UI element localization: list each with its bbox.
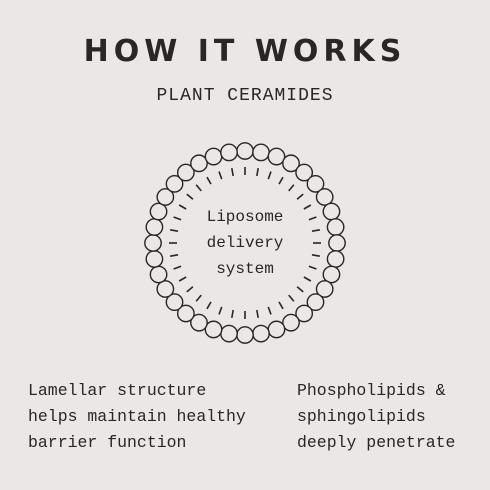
caption-lamellar-line-2: helps maintain healthy xyxy=(28,407,246,426)
lipid-tail xyxy=(170,229,179,232)
caption-lamellar: Lamellar structure helps maintain health… xyxy=(28,378,246,456)
caption-lamellar-line-3: barrier function xyxy=(28,433,187,452)
lipid-head xyxy=(282,313,300,332)
lipid-head xyxy=(315,280,334,298)
lipid-head xyxy=(176,163,195,182)
lipid-head xyxy=(328,234,346,252)
lipid-head xyxy=(144,234,162,252)
lipid-tail xyxy=(267,171,272,180)
caption-phospholipids-line-1: Phospholipids & xyxy=(297,381,446,400)
lipid-head xyxy=(220,143,238,162)
lipid-head xyxy=(204,147,223,166)
liposome-label-line-2: delivery xyxy=(206,234,284,252)
lipid-head xyxy=(156,280,175,298)
lipid-head xyxy=(156,188,175,206)
lipid-head xyxy=(220,324,238,343)
lipid-tail xyxy=(186,193,194,200)
lipid-head xyxy=(322,202,341,221)
lipid-head xyxy=(252,143,270,162)
lipid-head xyxy=(267,320,286,339)
page-subtitle: PLANT CERAMIDES xyxy=(156,86,334,106)
lipid-head xyxy=(315,188,334,206)
lipid-tails xyxy=(169,167,321,319)
lipid-head xyxy=(149,202,168,221)
lipid-head xyxy=(322,265,341,284)
caption-phospholipids: Phospholipids & sphingolipids deeply pen… xyxy=(297,378,455,456)
caption-phospholipids-line-2: sphingolipids xyxy=(297,407,426,426)
lipid-tail xyxy=(303,276,312,282)
lipid-head xyxy=(149,265,168,284)
lipid-tail xyxy=(178,276,187,282)
liposome-label: Liposome delivery system xyxy=(170,204,320,282)
lipid-head xyxy=(252,324,270,343)
lipid-tail xyxy=(206,301,212,310)
lipid-head xyxy=(295,163,314,182)
lipid-tail xyxy=(288,184,295,192)
lipid-head xyxy=(326,218,345,236)
lipid-head xyxy=(306,293,325,312)
lipid-tail xyxy=(170,254,179,257)
lipid-head xyxy=(306,174,325,193)
lipid-tail xyxy=(311,254,320,257)
lipid-head xyxy=(190,313,208,332)
lipid-tail xyxy=(267,306,272,315)
lipid-tail xyxy=(206,176,212,185)
lipid-tail xyxy=(231,309,234,318)
liposome-label-line-3: system xyxy=(216,260,274,278)
lipid-head xyxy=(190,154,208,173)
lipid-head xyxy=(236,142,254,160)
lipid-tail xyxy=(296,286,304,293)
lipid-head xyxy=(236,326,254,344)
lipid-head xyxy=(267,147,286,166)
lipid-tail xyxy=(303,204,312,210)
lipid-tail xyxy=(173,265,182,270)
lipid-tail xyxy=(308,265,317,270)
liposome-label-line-1: Liposome xyxy=(206,208,284,226)
lipid-head xyxy=(282,154,300,173)
caption-phospholipids-line-3: deeply penetrate xyxy=(297,433,456,452)
lipid-tail xyxy=(278,176,284,185)
lipid-tail xyxy=(296,193,304,200)
lipid-tail xyxy=(231,168,234,177)
lipid-tail xyxy=(278,301,284,310)
lipid-head xyxy=(176,304,195,323)
lipid-tail xyxy=(256,309,259,318)
lipid-tail xyxy=(218,306,223,315)
lipid-tail xyxy=(173,216,182,221)
lipid-head xyxy=(295,304,314,323)
lipid-tail xyxy=(178,204,187,210)
lipid-tail xyxy=(256,168,259,177)
lipid-head xyxy=(204,320,223,339)
lipid-head xyxy=(326,250,345,268)
lipid-head xyxy=(145,250,164,268)
lipid-tail xyxy=(186,286,194,293)
lipid-heads xyxy=(144,142,346,344)
lipid-tail xyxy=(308,216,317,221)
lipid-tail xyxy=(195,184,202,192)
lipid-head xyxy=(165,174,184,193)
lipid-head xyxy=(145,218,164,236)
caption-lamellar-line-1: Lamellar structure xyxy=(28,381,207,400)
lipid-tail xyxy=(195,294,202,302)
page-title: HOW IT WORKS xyxy=(83,34,407,69)
lipid-tail xyxy=(288,294,295,302)
lipid-tail xyxy=(311,229,320,232)
lipid-head xyxy=(165,293,184,312)
lipid-tail xyxy=(218,171,223,180)
